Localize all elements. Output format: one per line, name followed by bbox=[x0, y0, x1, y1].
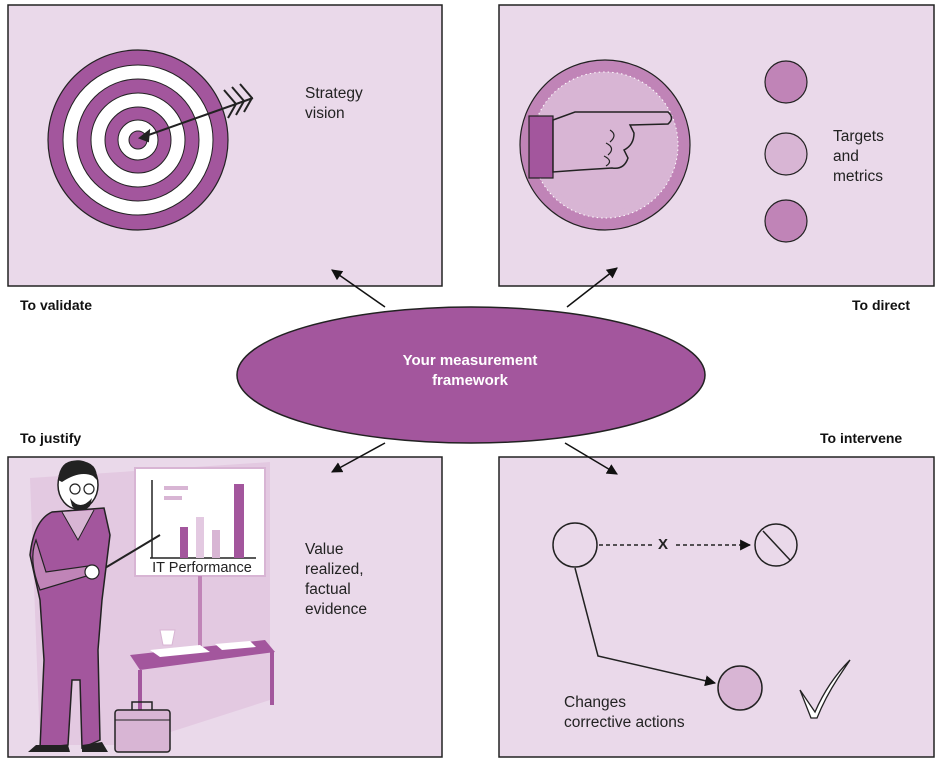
value-line3: factual bbox=[305, 581, 351, 598]
label-to-direct: To direct bbox=[852, 297, 911, 313]
center-title-line2: framework bbox=[432, 372, 508, 389]
targets-metrics-text: Targets and metrics bbox=[833, 127, 884, 187]
label-to-intervene: To intervene bbox=[820, 430, 903, 446]
strategy-line2: vision bbox=[305, 105, 345, 122]
label-to-validate: To validate bbox=[20, 297, 93, 313]
pointing-hand-icon bbox=[519, 59, 691, 231]
label-to-justify: To justify bbox=[20, 430, 82, 446]
it-performance-caption: IT Performance bbox=[152, 560, 252, 576]
targets-line2: and bbox=[833, 148, 859, 165]
center-title-line1: Your measurement bbox=[402, 352, 538, 369]
presenter-illustration bbox=[28, 460, 275, 753]
targets-line3: metrics bbox=[833, 168, 883, 185]
strategy-vision-text: Strategy vision bbox=[305, 84, 363, 124]
center-title: Your measurement framework bbox=[340, 351, 600, 391]
arrow-icon bbox=[137, 83, 254, 143]
panel-changes bbox=[498, 456, 935, 758]
target-circles bbox=[764, 60, 808, 243]
blocked-x-mark: X bbox=[658, 536, 669, 553]
value-line1: Value bbox=[305, 541, 344, 558]
targets-line1: Targets bbox=[833, 128, 884, 145]
strategy-line1: Strategy bbox=[305, 85, 363, 102]
connector-arrows bbox=[331, 267, 618, 475]
target-icon bbox=[47, 49, 229, 231]
value-evidence-text: Value realized, factual evidence bbox=[305, 540, 367, 620]
value-line4: evidence bbox=[305, 601, 368, 618]
value-line2: realized, bbox=[305, 561, 364, 578]
changes-line2: corrective actions bbox=[564, 714, 685, 731]
center-ellipse bbox=[236, 306, 706, 444]
changes-text: Changes corrective actions bbox=[564, 693, 685, 733]
changes-flow bbox=[552, 522, 851, 719]
changes-line1: Changes bbox=[564, 694, 627, 711]
